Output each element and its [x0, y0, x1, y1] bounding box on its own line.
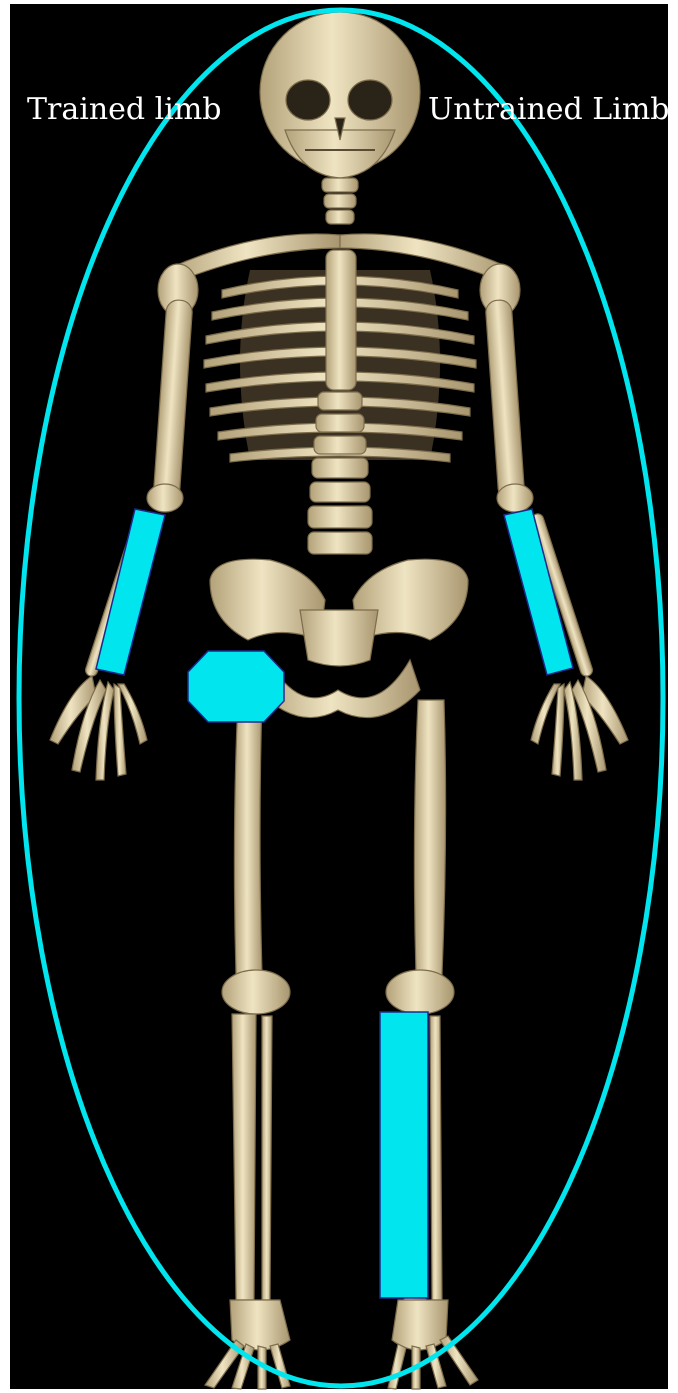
skull [260, 12, 420, 178]
spine [308, 392, 372, 554]
skeleton [50, 12, 628, 1389]
untrained-limb-label: Untrained Limb [428, 92, 669, 128]
trained-limb-label: Trained limb [27, 92, 222, 128]
feet [205, 1300, 478, 1389]
untrained-shin-marker [380, 1012, 428, 1298]
trained-thigh-marker [188, 651, 284, 722]
neck [322, 178, 358, 224]
trained-forearm-marker [96, 509, 165, 675]
